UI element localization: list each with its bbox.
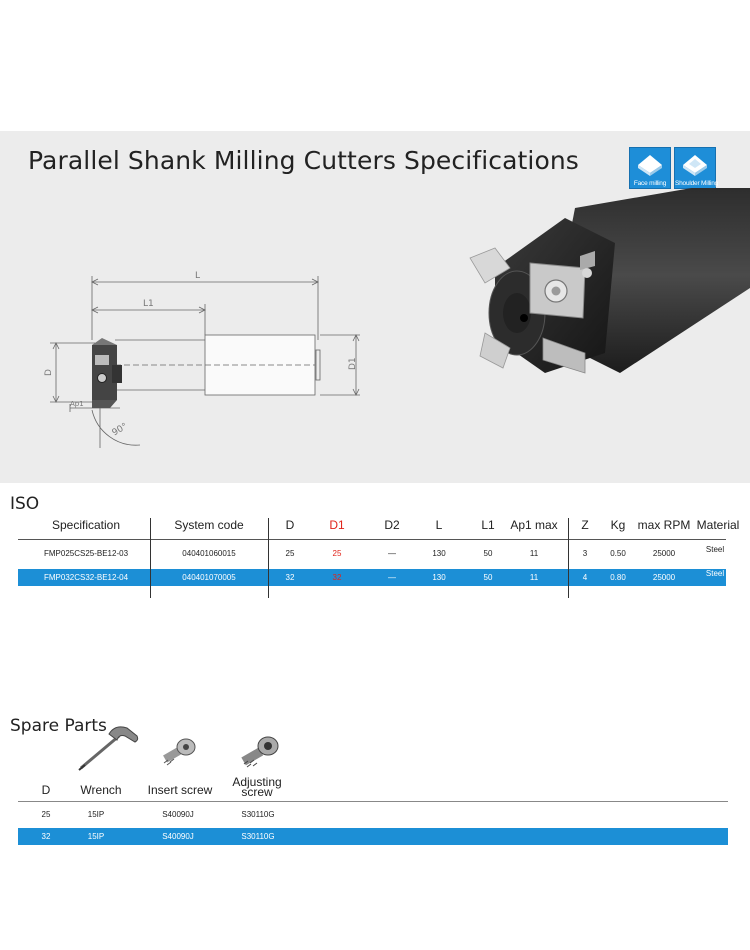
cell-d2: — bbox=[388, 549, 396, 558]
cell-l: 130 bbox=[432, 573, 446, 582]
col-header-d: D bbox=[285, 518, 295, 532]
cell-kg: 0.80 bbox=[610, 573, 626, 582]
face-milling-icon bbox=[638, 155, 662, 176]
col-header-insert-screw: Insert screw bbox=[147, 783, 213, 797]
dim-d-label: D bbox=[44, 369, 54, 376]
column-divider bbox=[150, 518, 151, 598]
header-divider bbox=[18, 539, 726, 540]
cell-wrench: 15IP bbox=[87, 832, 105, 841]
cell-max-rpm: 25000 bbox=[652, 549, 676, 558]
cell-l: 130 bbox=[432, 549, 446, 558]
page-title: Parallel Shank Milling Cutters Specifica… bbox=[28, 146, 579, 175]
dim-l-label: L bbox=[195, 271, 200, 281]
col-header-specification: Specification bbox=[51, 518, 121, 532]
cell-ap1: 11 bbox=[529, 573, 539, 582]
table-row[interactable]: FMP025CS25-BE12-03 040401060015 25 25 — … bbox=[18, 545, 726, 562]
face-milling-badge: Face milling bbox=[629, 147, 671, 189]
cell-material: Steel bbox=[705, 545, 725, 554]
cell-system-code: 040401060015 bbox=[182, 549, 236, 558]
cell-specification: FMP032CS32-BE12-04 bbox=[43, 573, 129, 582]
cell-wrench: 15IP bbox=[87, 810, 105, 819]
spare-parts-title: Spare Parts bbox=[10, 716, 107, 736]
dim-l1-label: L1 bbox=[143, 299, 154, 309]
col-header-z: Z bbox=[581, 518, 589, 532]
col-header-l1: L1 bbox=[481, 518, 495, 532]
cell-d: 32 bbox=[285, 573, 295, 582]
dim-angle-label: 90° bbox=[111, 422, 130, 439]
cell-adjusting-screw: S30110G bbox=[241, 832, 275, 841]
insert-screw-icon bbox=[163, 738, 196, 766]
shoulder-milling-label: Shoulder Milling bbox=[675, 180, 719, 187]
col-header-d: D bbox=[41, 783, 51, 797]
header-divider bbox=[18, 801, 728, 802]
face-milling-label: Face milling bbox=[633, 180, 667, 187]
cell-ap1: 11 bbox=[529, 549, 539, 558]
cell-d: 25 bbox=[41, 810, 51, 819]
wrench-icon bbox=[78, 726, 139, 771]
dim-ap1-label: Ap1 bbox=[70, 400, 84, 408]
cell-insert-screw: S40090J bbox=[162, 832, 194, 841]
col-header-d2: D2 bbox=[384, 518, 400, 532]
shoulder-milling-badge: Shoulder Milling bbox=[674, 147, 719, 189]
cell-d: 25 bbox=[285, 549, 295, 558]
iso-title: ISO bbox=[10, 494, 40, 514]
col-header-d1: D1 bbox=[329, 518, 345, 532]
col-header-max-rpm: max RPM bbox=[637, 518, 691, 532]
table-row-selected[interactable]: FMP032CS32-BE12-04 040401070005 32 32 — … bbox=[18, 569, 726, 586]
dim-d1-label: D1 bbox=[348, 357, 358, 370]
cell-max-rpm: 25000 bbox=[652, 573, 676, 582]
col-header-wrench: Wrench bbox=[80, 783, 122, 797]
cell-d1: 32 bbox=[332, 573, 342, 582]
col-header-adjusting-screw: Adjusting screw bbox=[232, 775, 282, 799]
table-row-selected[interactable]: 32 15IP S40090J S30110G bbox=[18, 828, 728, 845]
cell-d1: 25 bbox=[332, 549, 342, 558]
column-divider bbox=[268, 518, 269, 598]
cell-adjusting-screw: S30110G bbox=[241, 810, 275, 819]
technical-drawing: L L1 D D1 Ap1 90° bbox=[44, 271, 360, 448]
col-header-kg: Kg bbox=[610, 518, 626, 532]
shoulder-milling-icon bbox=[683, 155, 707, 176]
cell-d: 32 bbox=[41, 832, 51, 841]
col-header-system-code: System code bbox=[174, 518, 244, 532]
cell-l1: 50 bbox=[483, 573, 493, 582]
col-header-l: L bbox=[435, 518, 443, 532]
cell-l1: 50 bbox=[483, 549, 493, 558]
cell-d2: — bbox=[388, 573, 396, 582]
col-header-ap1-max: Ap1 max bbox=[510, 518, 558, 532]
cell-insert-screw: S40090J bbox=[162, 810, 194, 819]
cell-kg: 0.50 bbox=[610, 549, 626, 558]
cell-z: 4 bbox=[582, 573, 588, 582]
table-row[interactable]: 25 15IP S40090J S30110G bbox=[18, 806, 728, 823]
cell-specification: FMP025CS25-BE12-03 bbox=[43, 549, 129, 558]
col-header-material: Material bbox=[696, 518, 740, 532]
cell-system-code: 040401070005 bbox=[182, 573, 236, 582]
cutter-photo bbox=[469, 188, 750, 374]
cell-material: Steel bbox=[705, 569, 725, 578]
cell-z: 3 bbox=[582, 549, 588, 558]
adjusting-screw-icon bbox=[241, 736, 279, 768]
column-divider bbox=[568, 518, 569, 598]
